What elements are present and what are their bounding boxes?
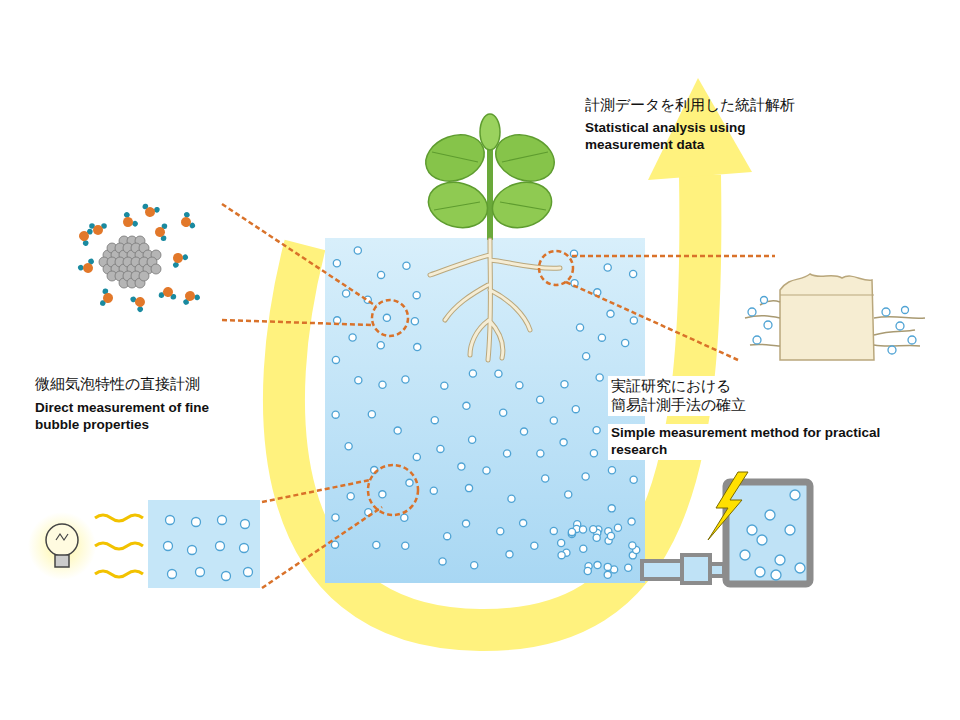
english-label: Direct measurement of fine bubble proper… [35,400,235,434]
english-label: Statistical analysis using measurement d… [585,120,785,154]
plant [419,114,560,360]
bubble-molecule [76,203,200,313]
english-label: Simple measurement method for practical … [608,424,894,460]
japanese-label: 微細気泡特性の直接計測 [35,375,265,394]
japanese-label: 計測データを利用した統計解析 [585,96,825,115]
japanese-label: 実証研究における 簡易計測手法の確立 [608,376,789,416]
tank-bubbles [331,247,639,579]
cycle-arrow [284,78,752,630]
light-source [28,500,260,588]
bubble-generator [642,472,810,584]
water-tank [325,238,645,583]
root-section [745,274,925,360]
